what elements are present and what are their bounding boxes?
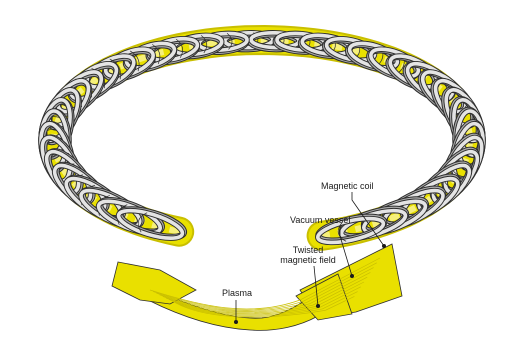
magnetic-coils <box>35 31 490 247</box>
label-plasma: Plasma <box>222 288 252 298</box>
label-twisted-magnetic-field: Twisted magnetic field <box>270 245 346 265</box>
label-twisted-line1: Twisted <box>270 245 346 255</box>
leader-dot-vessel <box>350 274 354 278</box>
leader-dot-coil <box>382 244 386 248</box>
cutaway-section <box>112 244 402 330</box>
label-vacuum-vessel: Vacuum vessel <box>290 215 350 225</box>
leader-dot-plasma <box>234 320 238 324</box>
plasma-cone-left <box>112 262 196 304</box>
leader-dot-field <box>316 304 320 308</box>
label-magnetic-coil: Magnetic coil <box>321 181 374 191</box>
label-twisted-line2: magnetic field <box>270 255 346 265</box>
